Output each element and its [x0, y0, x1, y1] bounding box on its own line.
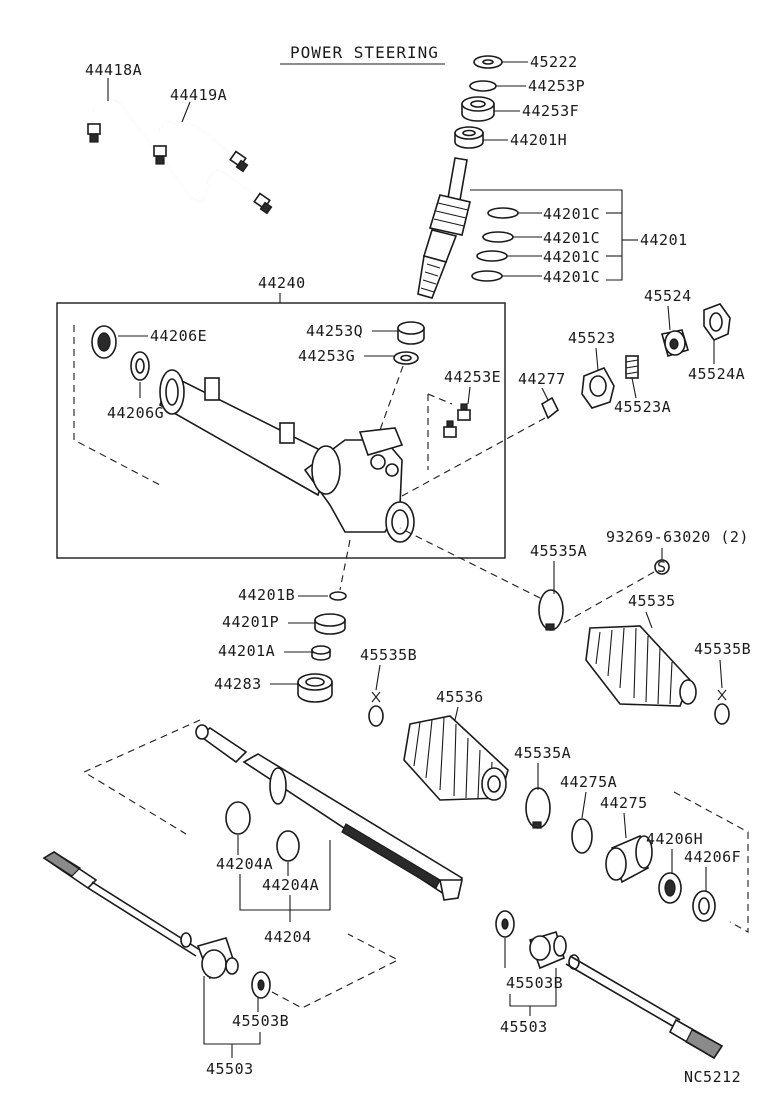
drawing-code: NC5212 [684, 1068, 741, 1086]
label-44240: 44240 [258, 274, 306, 292]
label-45222: 45222 [530, 53, 578, 71]
part-45523-guide [581, 366, 615, 409]
part-44275A-snap-ring [571, 818, 593, 854]
part-44201H-seal [454, 126, 484, 149]
part-44206E-bearing [91, 325, 117, 359]
label-44253F: 44253F [522, 102, 579, 120]
label-44201P: 44201P [222, 613, 279, 631]
part-45222-washer [473, 55, 503, 69]
label-44253P: 44253P [528, 77, 585, 95]
part-45524-screw [661, 329, 689, 358]
label-45524A: 45524A [688, 365, 745, 383]
part-44253F-bearing [461, 96, 495, 122]
label-45535: 45535 [628, 592, 676, 610]
label-45535A-2: 45535A [514, 744, 571, 762]
part-45503-tie-rod-right [528, 931, 724, 1060]
label-45524: 45524 [644, 287, 692, 305]
label-44201A: 44201A [218, 642, 275, 660]
part-44204A-rings [225, 801, 300, 862]
part-45536-boot [403, 715, 509, 801]
part-45503B-washer-left [251, 971, 271, 999]
label-44418A: 44418A [85, 61, 142, 79]
part-44201B-ring [329, 591, 347, 601]
label-44206F: 44206F [684, 848, 741, 866]
part-45535-boot [585, 625, 697, 707]
label-44206E: 44206E [150, 327, 207, 345]
label-44201C-4: 44201C [543, 268, 600, 286]
part-44253E-plugs [443, 403, 471, 438]
label-44204A-1: 44204A [216, 855, 273, 873]
label-44201C-2: 44201C [543, 229, 600, 247]
label-45503B-1: 45503B [232, 1012, 289, 1030]
label-44206G: 44206G [107, 404, 164, 422]
part-44253P-snap-ring [469, 80, 497, 92]
label-45535B-2: 45535B [694, 640, 751, 658]
part-45535A-clamp-1 [538, 589, 564, 631]
part-44275-bushing [605, 834, 653, 884]
diagram-title: POWER STEERING [290, 43, 439, 62]
label-s-symbol: S [657, 558, 667, 576]
label-45535B-1: 45535B [360, 646, 417, 664]
part-pinion-valve-shaft [417, 157, 471, 299]
label-44206H: 44206H [646, 830, 703, 848]
part-44201P-bearing [314, 613, 346, 635]
bracket-45503-right [509, 968, 557, 1007]
label-44201: 44201 [640, 231, 688, 249]
part-44201A-seal [311, 645, 331, 661]
part-rack-housing [159, 369, 415, 543]
part-44283-cap [297, 673, 333, 703]
label-44275A: 44275A [560, 773, 617, 791]
label-45503-1: 45503 [206, 1060, 254, 1078]
label-44253G: 44253G [298, 347, 355, 365]
bracket-44204 [239, 840, 331, 911]
part-45535B-clip-1 [368, 691, 384, 727]
part-44206G-seal [130, 351, 150, 381]
part-44419A-return-tube [153, 120, 249, 173]
label-44204A-2: 44204A [262, 876, 319, 894]
part-45503-tie-rod-left [42, 851, 239, 980]
label-44253Q: 44253Q [306, 322, 363, 340]
label-45535A-1: 45535A [530, 542, 587, 560]
label-44277: 44277 [518, 370, 566, 388]
part-44277-clip [540, 396, 560, 420]
part-45503B-washer-right [495, 910, 515, 938]
housing-assembly-box [56, 302, 506, 559]
part-45535B-clip-2 [714, 689, 730, 725]
bracket-44201 [470, 189, 623, 281]
label-44201C-3: 44201C [543, 248, 600, 266]
label-44201H: 44201H [510, 131, 567, 149]
part-44253G-ring [393, 351, 419, 365]
label-45503B-2: 45503B [506, 974, 563, 992]
label-44419A: 44419A [170, 86, 227, 104]
label-45503-2: 45503 [500, 1018, 548, 1036]
label-93269: 93269-63020 (2) [606, 528, 749, 546]
part-45535A-clamp-2 [525, 787, 551, 829]
label-45523: 45523 [568, 329, 616, 347]
label-44201C-1: 44201C [543, 205, 600, 223]
part-44206F-seal [692, 890, 716, 922]
label-44283: 44283 [214, 675, 262, 693]
label-45536: 45536 [436, 688, 484, 706]
label-44253E: 44253E [444, 368, 501, 386]
label-45523A: 45523A [614, 398, 671, 416]
label-44204: 44204 [264, 928, 312, 946]
part-45524A-lock-nut [703, 303, 731, 341]
part-rack-bar [195, 724, 464, 901]
part-44253Q-bearing [397, 321, 425, 345]
label-44275: 44275 [600, 794, 648, 812]
part-44201C-rings [471, 207, 519, 282]
leader-44419A [181, 101, 191, 123]
label-44201B: 44201B [238, 586, 295, 604]
part-44206H-bearing [658, 872, 682, 904]
part-45523A-spring [625, 355, 639, 379]
